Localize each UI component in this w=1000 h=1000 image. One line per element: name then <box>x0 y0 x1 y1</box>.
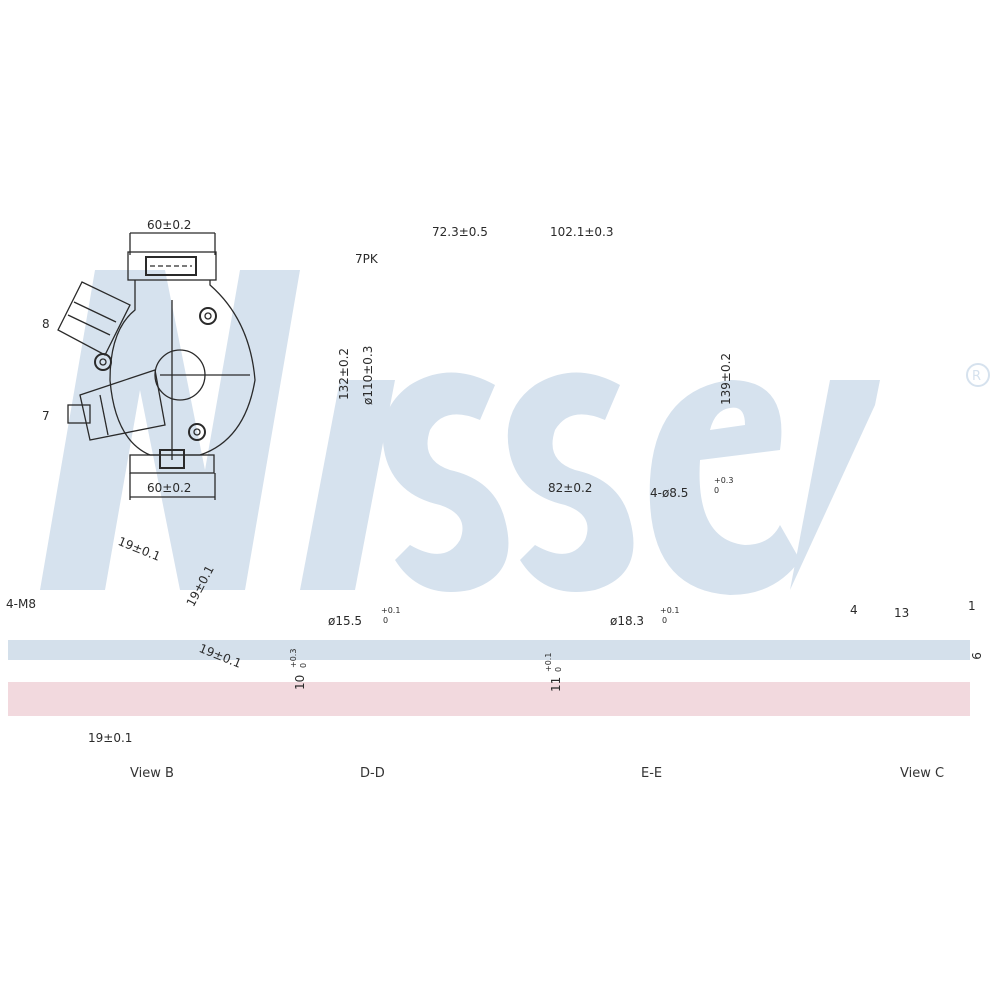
section-dd-caption: D-D <box>360 766 385 781</box>
dd-depth-tol-lower: 0 <box>299 662 308 668</box>
dd-diameter: ø15.5 <box>328 614 363 628</box>
ee-diameter-tol-upper: +0.1 <box>660 606 680 615</box>
view-c-height-dim: 9 <box>968 652 983 660</box>
dim-left-bottom-width: 60±0.2 <box>147 481 192 495</box>
ee-depth: 11 <box>549 676 563 692</box>
dim-top-left: 72.3±0.5 <box>432 225 488 239</box>
watermark-stripe-pink <box>8 682 970 716</box>
section-ee-caption: E-E <box>641 766 663 781</box>
dd-diameter-tol-upper: +0.1 <box>381 606 401 615</box>
dim-right-height: 139±0.2 <box>719 352 733 405</box>
belt-type-label: 7PK <box>355 252 378 266</box>
ee-depth-tol-lower: 0 <box>554 666 563 672</box>
view-c-width-dim: 13 <box>894 606 910 620</box>
watermark-stripe-blue <box>8 640 970 660</box>
dim-left-height: 132±0.2 <box>337 347 351 400</box>
dim-top-right: 102.1±0.3 <box>550 225 614 239</box>
ee-depth-tol-upper: +0.1 <box>544 652 553 672</box>
view-b-dim-d: 19±0.1 <box>88 731 133 745</box>
ee-diameter-tol-lower: 0 <box>662 616 668 625</box>
dim-pulley-diameter: ø110±0.3 <box>361 345 375 405</box>
connector-pin-label-bottom: 7 <box>42 409 50 423</box>
dd-depth-tol-upper: +0.3 <box>289 648 298 668</box>
dd-diameter-tol-lower: 0 <box>383 616 389 625</box>
registered-mark-icon: R <box>966 363 990 387</box>
mount-holes-spec: 4-ø8.5 <box>650 486 689 500</box>
left-side-view <box>57 232 256 500</box>
connector-pin-label-top: 8 <box>42 317 50 331</box>
dim-bottom-hole-spacing: 82±0.2 <box>548 481 593 495</box>
view-c-pin-right: 1 <box>968 599 976 613</box>
ee-diameter: ø18.3 <box>610 614 645 628</box>
mount-holes-tol-lower: 0 <box>714 486 720 495</box>
mount-holes-tol-upper: +0.3 <box>714 476 734 485</box>
dd-depth: 10 <box>293 674 307 690</box>
watermark-brand-logo <box>40 270 880 595</box>
view-b-caption: View B <box>130 766 174 781</box>
view-c-caption: View C <box>900 766 945 781</box>
view-c-pin-left: 4 <box>850 603 858 617</box>
dim-left-top-width: 60±0.2 <box>147 218 192 232</box>
svg-text:R: R <box>972 369 981 384</box>
thread-spec-label: 4-M8 <box>6 597 36 611</box>
